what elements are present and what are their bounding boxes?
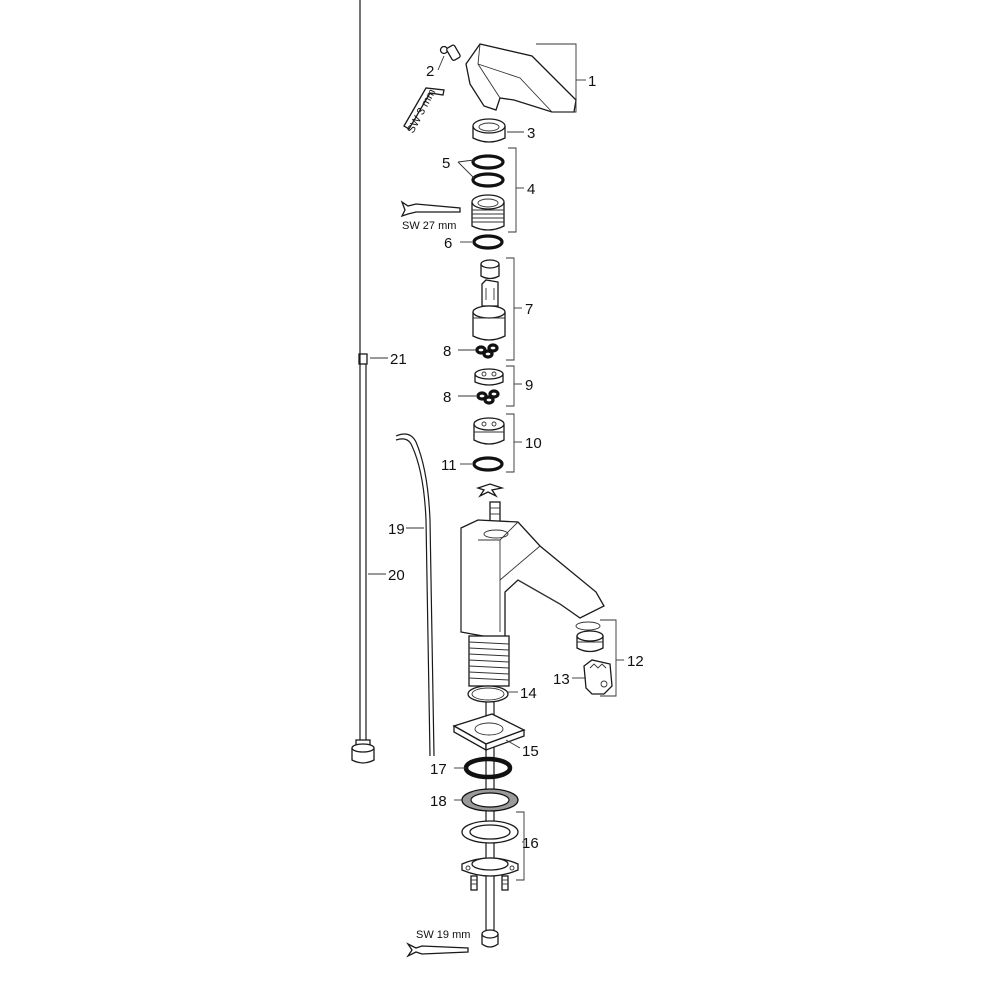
callout-11: 11	[441, 457, 457, 474]
aerator	[576, 630, 604, 653]
callout-6: 6	[444, 235, 452, 252]
o-ring-14	[467, 685, 509, 703]
faucet-body	[460, 501, 605, 687]
bracket-9	[506, 365, 522, 407]
grub-screws	[439, 44, 461, 61]
allen-key	[403, 87, 445, 130]
square-plate	[452, 713, 526, 752]
washer-flat	[461, 820, 519, 844]
wrench-19-icon	[406, 942, 469, 958]
lever-handle	[465, 43, 577, 113]
o-ring-11	[472, 456, 504, 472]
bracket-16	[516, 811, 525, 881]
aerator-key	[583, 659, 613, 695]
threaded-nut	[471, 194, 505, 231]
callout-12: 12	[627, 653, 644, 670]
spring-clip	[475, 483, 505, 498]
callout-2: 2	[426, 63, 434, 80]
callout-17: 17	[430, 761, 447, 778]
callout-4: 4	[527, 181, 535, 198]
washer-18	[461, 788, 519, 812]
callout-10: 10	[525, 435, 542, 452]
supply-hose	[351, 0, 375, 764]
mounting-screws	[470, 875, 509, 891]
wrench-27-icon	[400, 200, 461, 218]
callout-14: 14	[520, 685, 537, 702]
wrench-27-label: SW 27 mm	[402, 220, 456, 232]
o-rings-5	[471, 154, 505, 188]
o-ring-17	[463, 756, 513, 780]
callout-13: 13	[553, 671, 570, 688]
callout-1: 1	[588, 73, 596, 90]
wrench-19-label: SW 19 mm	[416, 929, 470, 941]
callout-3: 3	[527, 125, 535, 142]
callout-8a: 8	[443, 343, 451, 360]
cartridge	[472, 259, 506, 341]
mounting-bracket	[461, 857, 519, 877]
callout-20: 20	[388, 567, 405, 584]
bracket-4	[508, 147, 524, 233]
pull-rod	[395, 433, 435, 757]
o-ring-6	[472, 234, 504, 250]
callout-16: 16	[522, 835, 539, 852]
callout-7: 7	[525, 301, 533, 318]
seals-8a	[475, 343, 499, 359]
bracket-1	[536, 43, 586, 113]
callout-19: 19	[388, 521, 405, 538]
bracket-7	[506, 257, 522, 361]
insert	[473, 417, 505, 445]
callout-15: 15	[522, 743, 539, 760]
bottom-nut	[481, 929, 499, 948]
callout-9: 9	[525, 377, 533, 394]
callout-18: 18	[430, 793, 447, 810]
callout-21: 21	[390, 351, 407, 368]
aerator-seal	[575, 621, 601, 631]
bracket-10	[506, 413, 522, 473]
cap-ring	[472, 118, 506, 143]
seals-8b	[476, 389, 500, 405]
callout-5: 5	[442, 155, 450, 172]
callout-8b: 8	[443, 389, 451, 406]
bracket-12	[600, 619, 624, 697]
valve-disc	[474, 368, 504, 386]
